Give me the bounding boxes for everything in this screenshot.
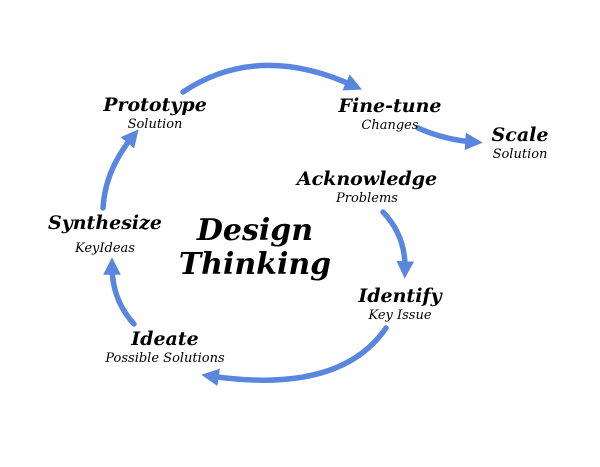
stage-ideate: Ideate Possible Solutions xyxy=(80,328,250,366)
stage-prototype-subtitle: Solution xyxy=(127,117,183,132)
diagram-title-line1: Design xyxy=(196,213,314,248)
stage-finetune: Fine-tune Changes xyxy=(325,95,455,133)
stage-finetune-title: Fine-tune xyxy=(338,95,442,117)
diagram-title-line2: Thinking xyxy=(178,247,332,282)
stage-prototype-title: Prototype xyxy=(103,94,207,116)
arrow-synthesize-to-prototype xyxy=(100,129,139,211)
arrow-finetune-to-scale xyxy=(415,125,483,151)
arrow-ideate-to-synthesize xyxy=(103,257,137,327)
stage-synthesize: Synthesize KeyIdeas xyxy=(40,212,170,256)
arrow-acknowledge-to-identify xyxy=(380,209,415,279)
stage-scale: Scale Solution xyxy=(470,124,570,162)
stage-synthesize-title: Synthesize xyxy=(47,212,163,234)
stage-finetune-subtitle: Changes xyxy=(361,118,419,133)
stage-ideate-title: Ideate xyxy=(131,328,199,350)
stage-acknowledge-subtitle: Problems xyxy=(336,191,398,206)
stage-synthesize-subtitle: KeyIdeas xyxy=(75,241,135,256)
stage-acknowledge: Acknowledge Problems xyxy=(282,168,452,206)
stage-scale-subtitle: Solution xyxy=(492,147,548,162)
stage-acknowledge-title: Acknowledge xyxy=(296,168,438,190)
stage-identify: Identify Key Issue xyxy=(340,285,460,323)
diagram-title: Design Thinking xyxy=(160,214,350,282)
stage-identify-subtitle: Key Issue xyxy=(368,308,432,323)
stage-ideate-subtitle: Possible Solutions xyxy=(105,351,225,366)
stage-identify-title: Identify xyxy=(358,285,442,307)
stage-scale-title: Scale xyxy=(491,124,549,146)
arrow-identify-to-ideate xyxy=(201,325,389,386)
stage-prototype: Prototype Solution xyxy=(95,94,215,132)
arrow-prototype-to-finetune xyxy=(180,62,363,95)
